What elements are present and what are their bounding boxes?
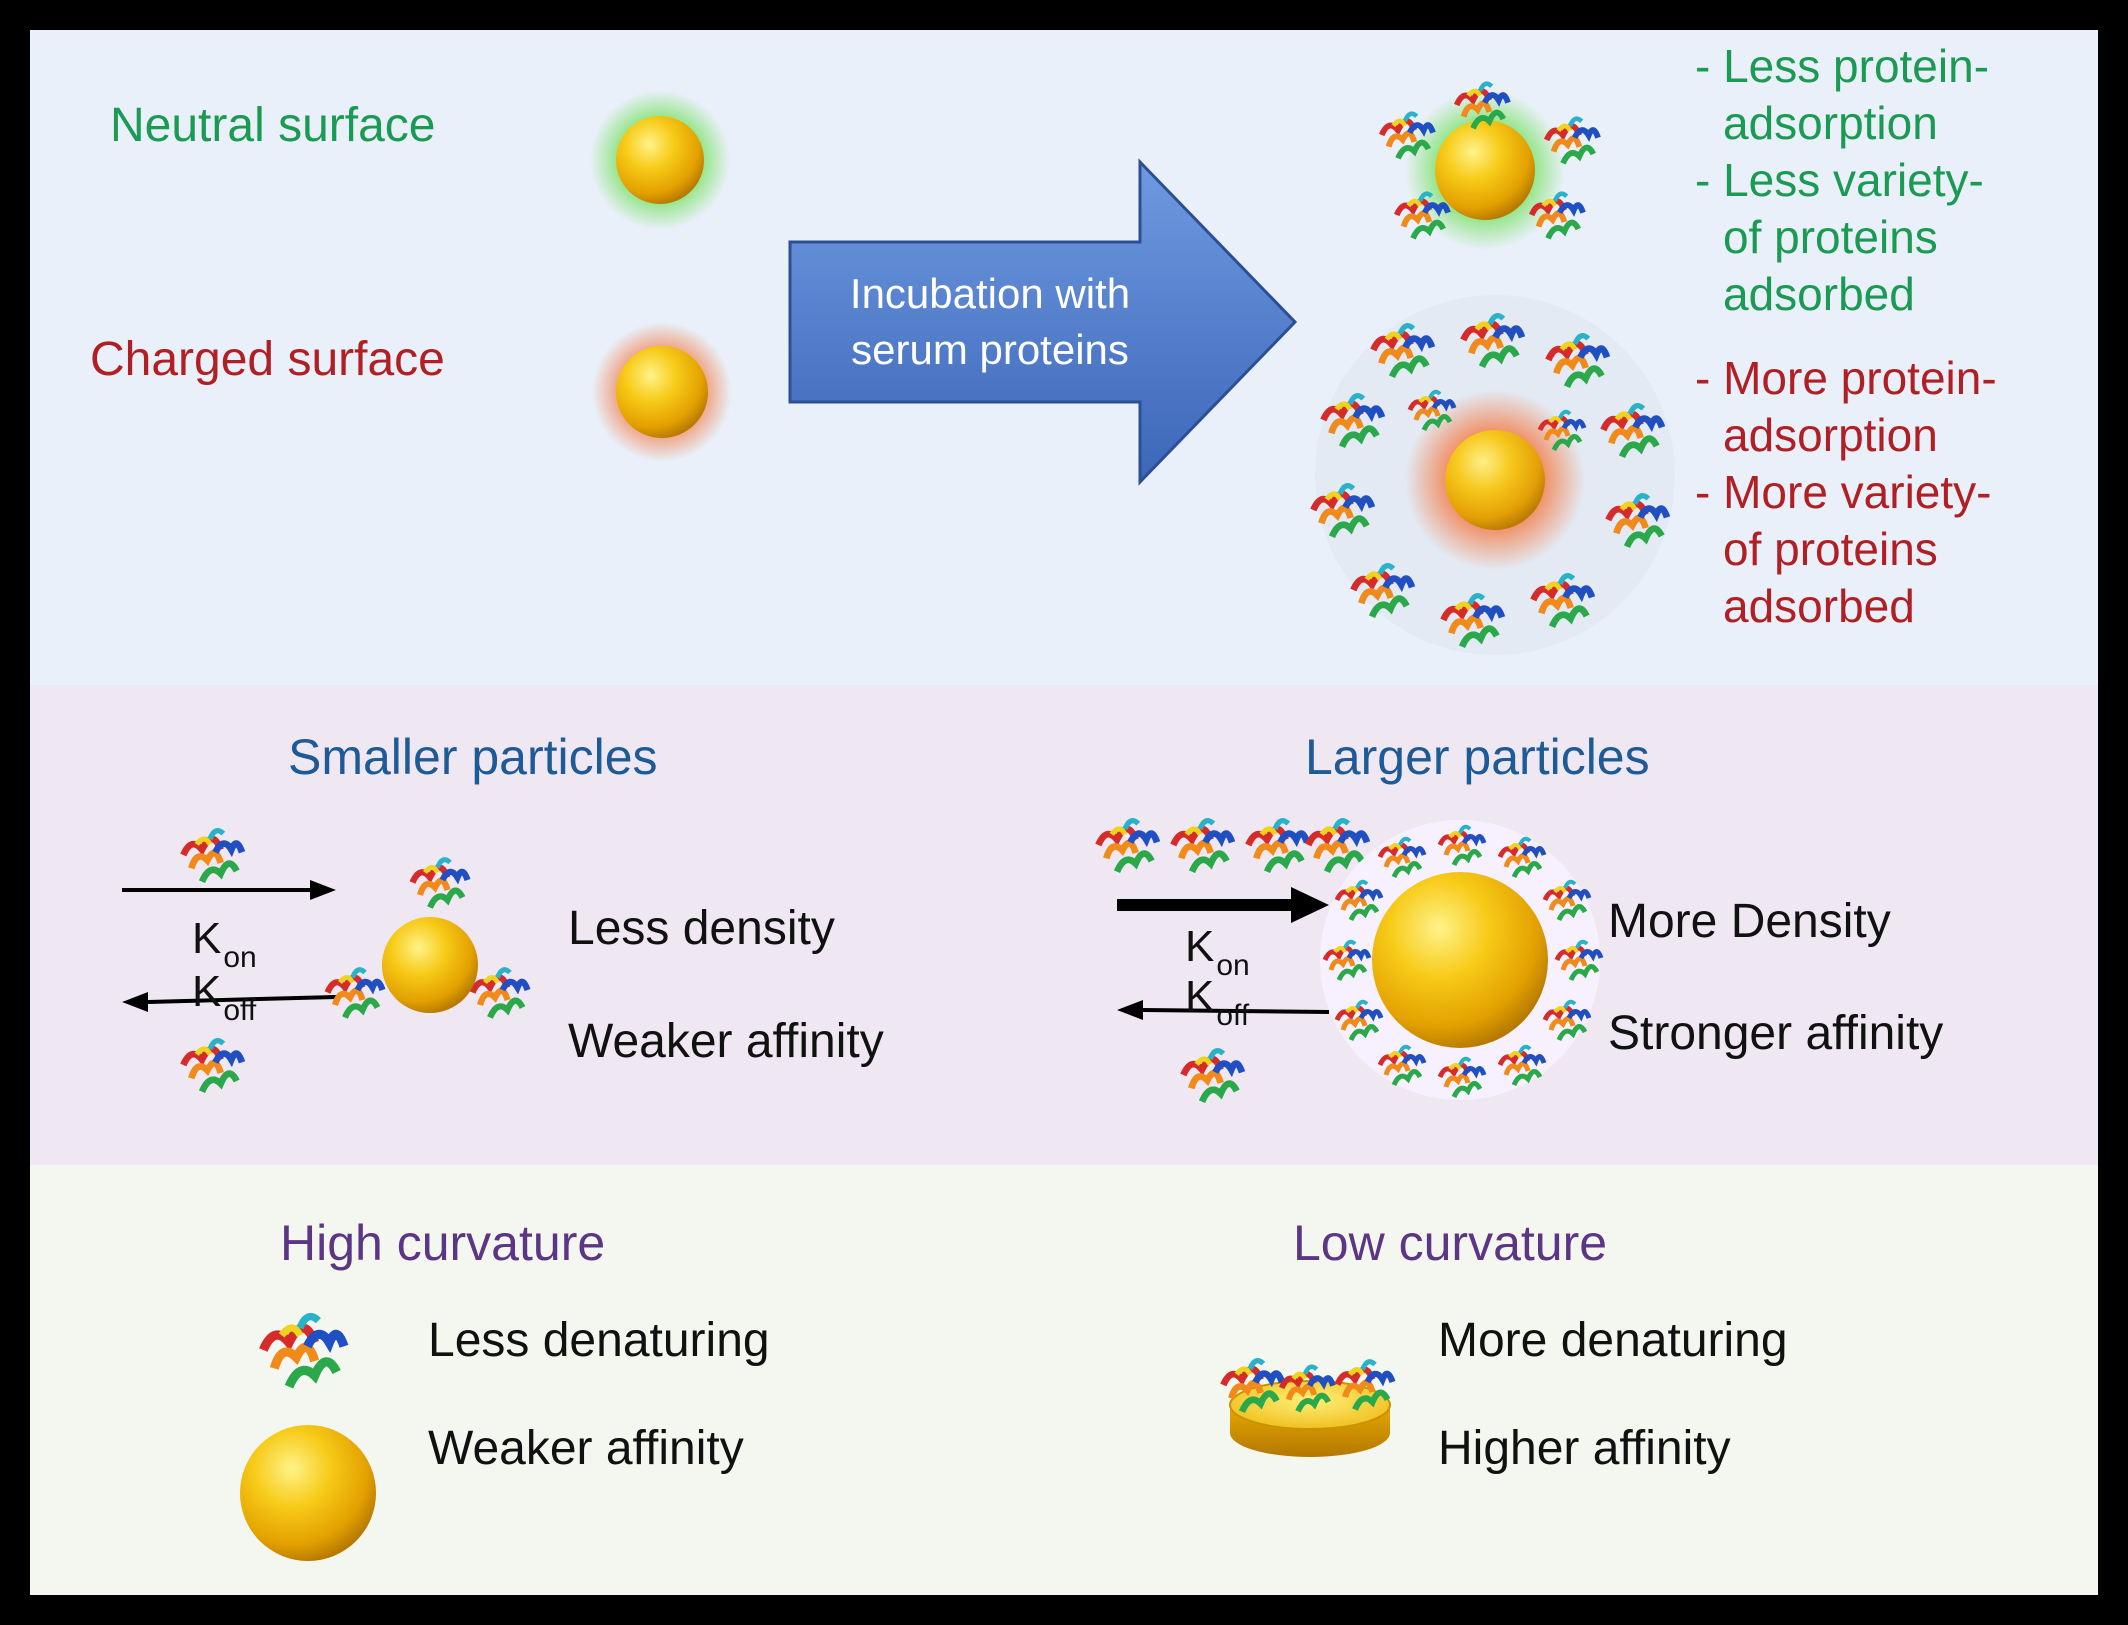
koff-symbol: K: [1185, 972, 1215, 1021]
charged-note-line: - More protein-: [1695, 352, 1997, 404]
koff-label: Koff: [192, 967, 256, 1026]
large-particle-with-dense-proteins: [1320, 820, 1605, 1100]
charged-surface-label: Charged surface: [90, 333, 445, 386]
koff-subscript: off: [223, 994, 257, 1027]
charged-note-line: - More variety-: [1695, 466, 1992, 518]
kon-arrow-thick: [1117, 887, 1329, 923]
neutral-particle-with-proteins: [1350, 50, 1620, 250]
arrow-label-line-2: serum proteins: [851, 326, 1129, 373]
incubation-arrow: [788, 158, 1298, 486]
charged-particle-with-protein-corona: [1280, 295, 1675, 655]
kon-arrow: [122, 880, 336, 900]
high-affinity-label: Weaker affinity: [428, 1422, 744, 1475]
low-affinity-label: Higher affinity: [1438, 1422, 1731, 1475]
neutral-note-line: adsorbed: [1723, 268, 1915, 320]
incubation-arrow-label: Incubation with serum proteins: [800, 266, 1180, 378]
low-curvature-disc-with-protein: [1210, 1345, 1410, 1457]
kon-symbol: K: [192, 914, 222, 963]
low-curvature-title: Low curvature: [1293, 1215, 1608, 1271]
particle-size-panel: Smaller particles Larger particles Kon K…: [30, 685, 2098, 1165]
koff-arrow: [1117, 1000, 1330, 1020]
smaller-particles-title: Smaller particles: [288, 729, 658, 785]
neutral-note-line: - Less protein-: [1695, 40, 1990, 92]
small-density-label: Less density: [568, 902, 835, 955]
figure-frame: Neutral surface Charged surface Incubati…: [30, 30, 2098, 1595]
kon-subscript: on: [223, 941, 257, 974]
kon-symbol: K: [1185, 922, 1215, 971]
low-denaturing-label: More denaturing: [1438, 1314, 1788, 1367]
charged-note-line: of proteins: [1723, 523, 1938, 575]
kon-subscript: on: [1216, 949, 1250, 982]
kon-label-large: Kon: [1185, 922, 1250, 981]
high-curvature-sphere-with-protein: [240, 1295, 376, 1561]
small-affinity-label: Weaker affinity: [568, 1015, 884, 1068]
neutral-note-line: adsorption: [1723, 97, 1938, 149]
high-curvature-title: High curvature: [280, 1215, 606, 1271]
koff-subscript: off: [1216, 999, 1250, 1032]
curvature-panel: High curvature Low curvature Less denatu…: [30, 1165, 2098, 1595]
free-protein-icon: [170, 1025, 250, 1105]
large-affinity-label: Stronger affinity: [1608, 1007, 1944, 1060]
koff-arrow: [122, 992, 337, 1012]
charged-surface-notes: - More protein- adsorption - More variet…: [1695, 350, 1997, 635]
large-density-label: More Density: [1608, 895, 1891, 948]
neutral-surface-notes: - Less protein- adsorption - Less variet…: [1695, 38, 1989, 323]
charged-note-line: adsorbed: [1723, 580, 1915, 632]
high-denaturing-label: Less denaturing: [428, 1314, 770, 1367]
neutral-note-line: - Less variety-: [1695, 154, 1984, 206]
larger-particles-title: Larger particles: [1305, 729, 1650, 785]
neutral-surface-label: Neutral surface: [110, 99, 436, 152]
free-protein-icon: [1170, 1035, 1250, 1115]
neutral-note-line: of proteins: [1723, 211, 1938, 263]
koff-label-large: Koff: [1185, 972, 1249, 1031]
arrow-label-line-1: Incubation with: [849, 270, 1131, 317]
kon-label: Kon: [192, 914, 257, 973]
koff-symbol: K: [192, 967, 222, 1016]
small-particle-with-proteins: [315, 845, 545, 1075]
charged-nanoparticle: [592, 322, 732, 462]
charged-note-line: adsorption: [1723, 409, 1938, 461]
neutral-nanoparticle: [590, 90, 730, 230]
surface-charge-panel: Neutral surface Charged surface Incubati…: [30, 30, 2098, 685]
